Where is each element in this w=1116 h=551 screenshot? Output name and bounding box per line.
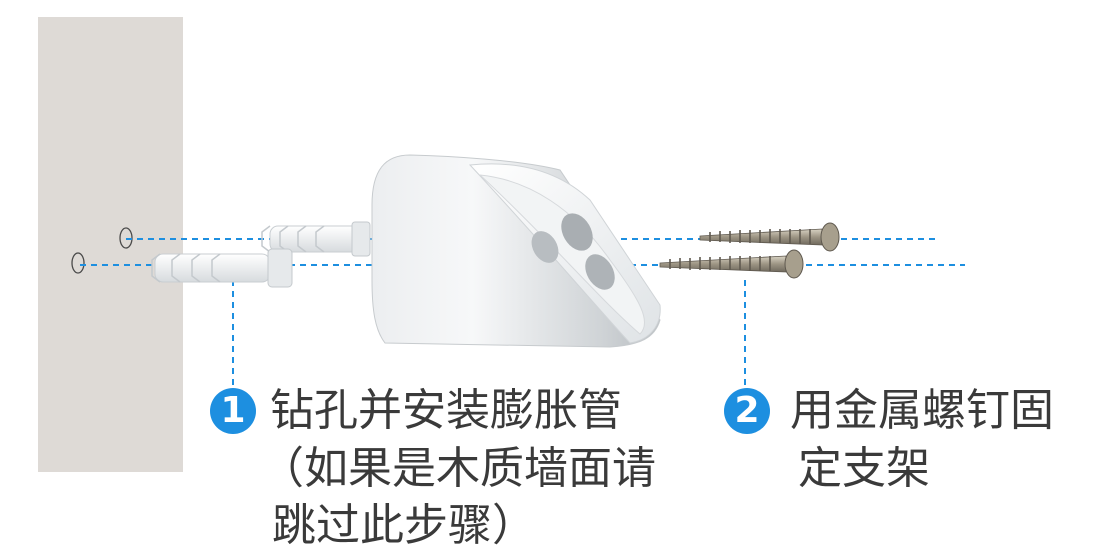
wall-anchor-upper [261,221,371,257]
step-2-line-2: 定支架 [798,443,930,494]
screw-lower [659,249,804,279]
step-1-line-1: 钻孔并安装膨胀管 [270,385,622,436]
step-2-badge: 2 [724,388,770,434]
step-1-line-3: 跳过此步骤） [272,500,536,551]
wall-hole-lower [71,252,85,274]
step-1-line-2: （如果是木质墙面请 [260,443,656,494]
camera-bracket [371,154,661,348]
screw-upper [699,222,840,252]
step-2-line-1: 用金属螺钉固 [790,385,1054,436]
wall-anchor-lower [151,248,293,288]
step-1-badge: 1 [210,388,256,434]
wall [38,17,183,472]
